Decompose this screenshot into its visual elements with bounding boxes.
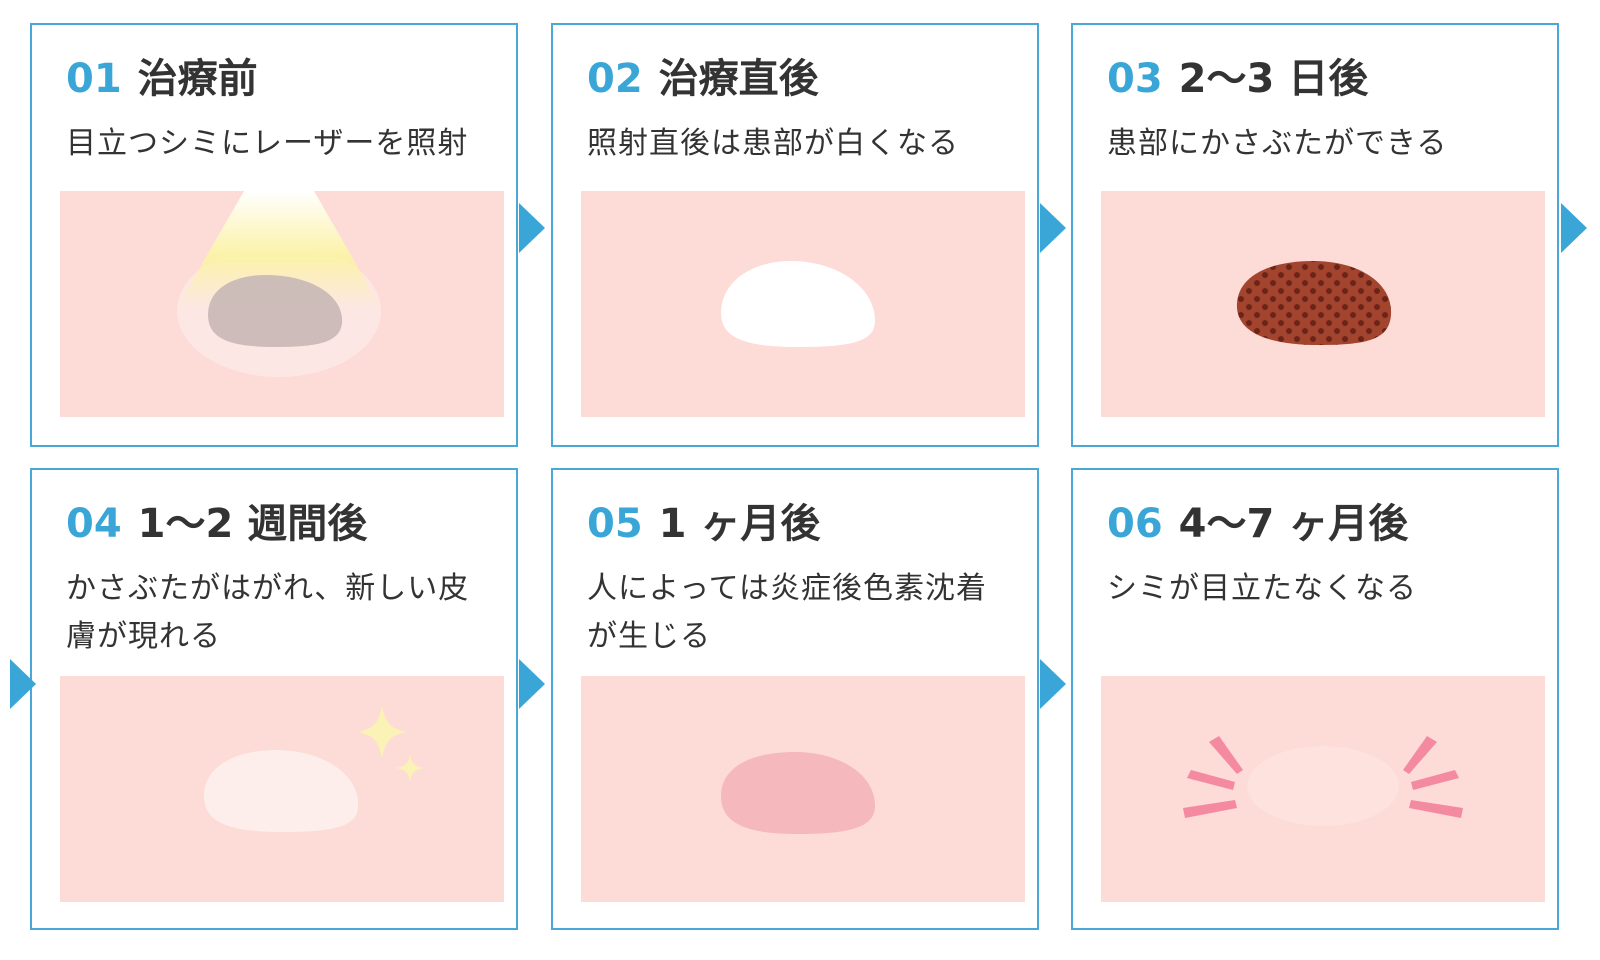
flow-arrow-icon [1040,659,1066,709]
step-heading: 04 1〜2 週間後 [66,500,367,548]
step-heading: 03 2〜3 日後 [1107,55,1368,103]
new-skin-illustration [60,676,504,902]
step-heading: 01 治療前 [66,55,258,103]
step-description: 人によっては炎症後色素沈着が生じる [587,565,1017,661]
laser-illustration [60,191,504,417]
white-spot-illustration [581,191,1025,417]
flow-arrow-icon [519,203,545,253]
step-heading: 05 1 ヶ月後 [587,500,820,548]
flow-arrow-icon [1040,203,1066,253]
step-card-05: 05 1 ヶ月後 人によっては炎症後色素沈着が生じる [551,468,1039,930]
step-title: 2〜3 日後 [1179,56,1369,102]
step-number: 05 [587,501,643,547]
step-heading: 06 4〜7 ヶ月後 [1107,500,1408,548]
faded-spot-illustration [1101,676,1545,902]
step-number: 03 [1107,56,1163,102]
step-number: 06 [1107,501,1163,547]
step-title: 治療前 [138,56,258,102]
step-number: 02 [587,56,643,102]
step-heading: 02 治療直後 [587,55,819,103]
step-number: 01 [66,56,122,102]
step-title: 1〜2 週間後 [138,501,368,547]
step-title: 1 ヶ月後 [659,501,821,547]
flow-arrow-icon [519,659,545,709]
step-card-03: 03 2〜3 日後 患部にかさぶたができる [1071,23,1559,447]
step-card-02: 02 治療直後 照射直後は患部が白くなる [551,23,1039,447]
step-description: シミが目立たなくなる [1107,565,1537,613]
step-card-04: 04 1〜2 週間後 かさぶたがはがれ、新しい皮膚が現れる [30,468,518,930]
step-card-06: 06 4〜7 ヶ月後 シミが目立たなくなる [1071,468,1559,930]
flow-arrow-icon [1561,203,1587,253]
step-title: 4〜7 ヶ月後 [1179,501,1409,547]
flow-arrow-icon [10,659,36,709]
step-description: 目立つシミにレーザーを照射 [66,120,496,168]
faded-spot [1247,746,1399,826]
pigmentation-illustration [581,676,1025,902]
step-number: 04 [66,501,122,547]
step-card-01: 01 治療前 目立つシミにレーザーを照射 [30,23,518,447]
scab-illustration [1101,191,1545,417]
step-description: 患部にかさぶたができる [1107,120,1537,168]
step-description: かさぶたがはがれ、新しい皮膚が現れる [66,565,496,661]
step-title: 治療直後 [659,56,819,102]
step-description: 照射直後は患部が白くなる [587,120,1017,168]
